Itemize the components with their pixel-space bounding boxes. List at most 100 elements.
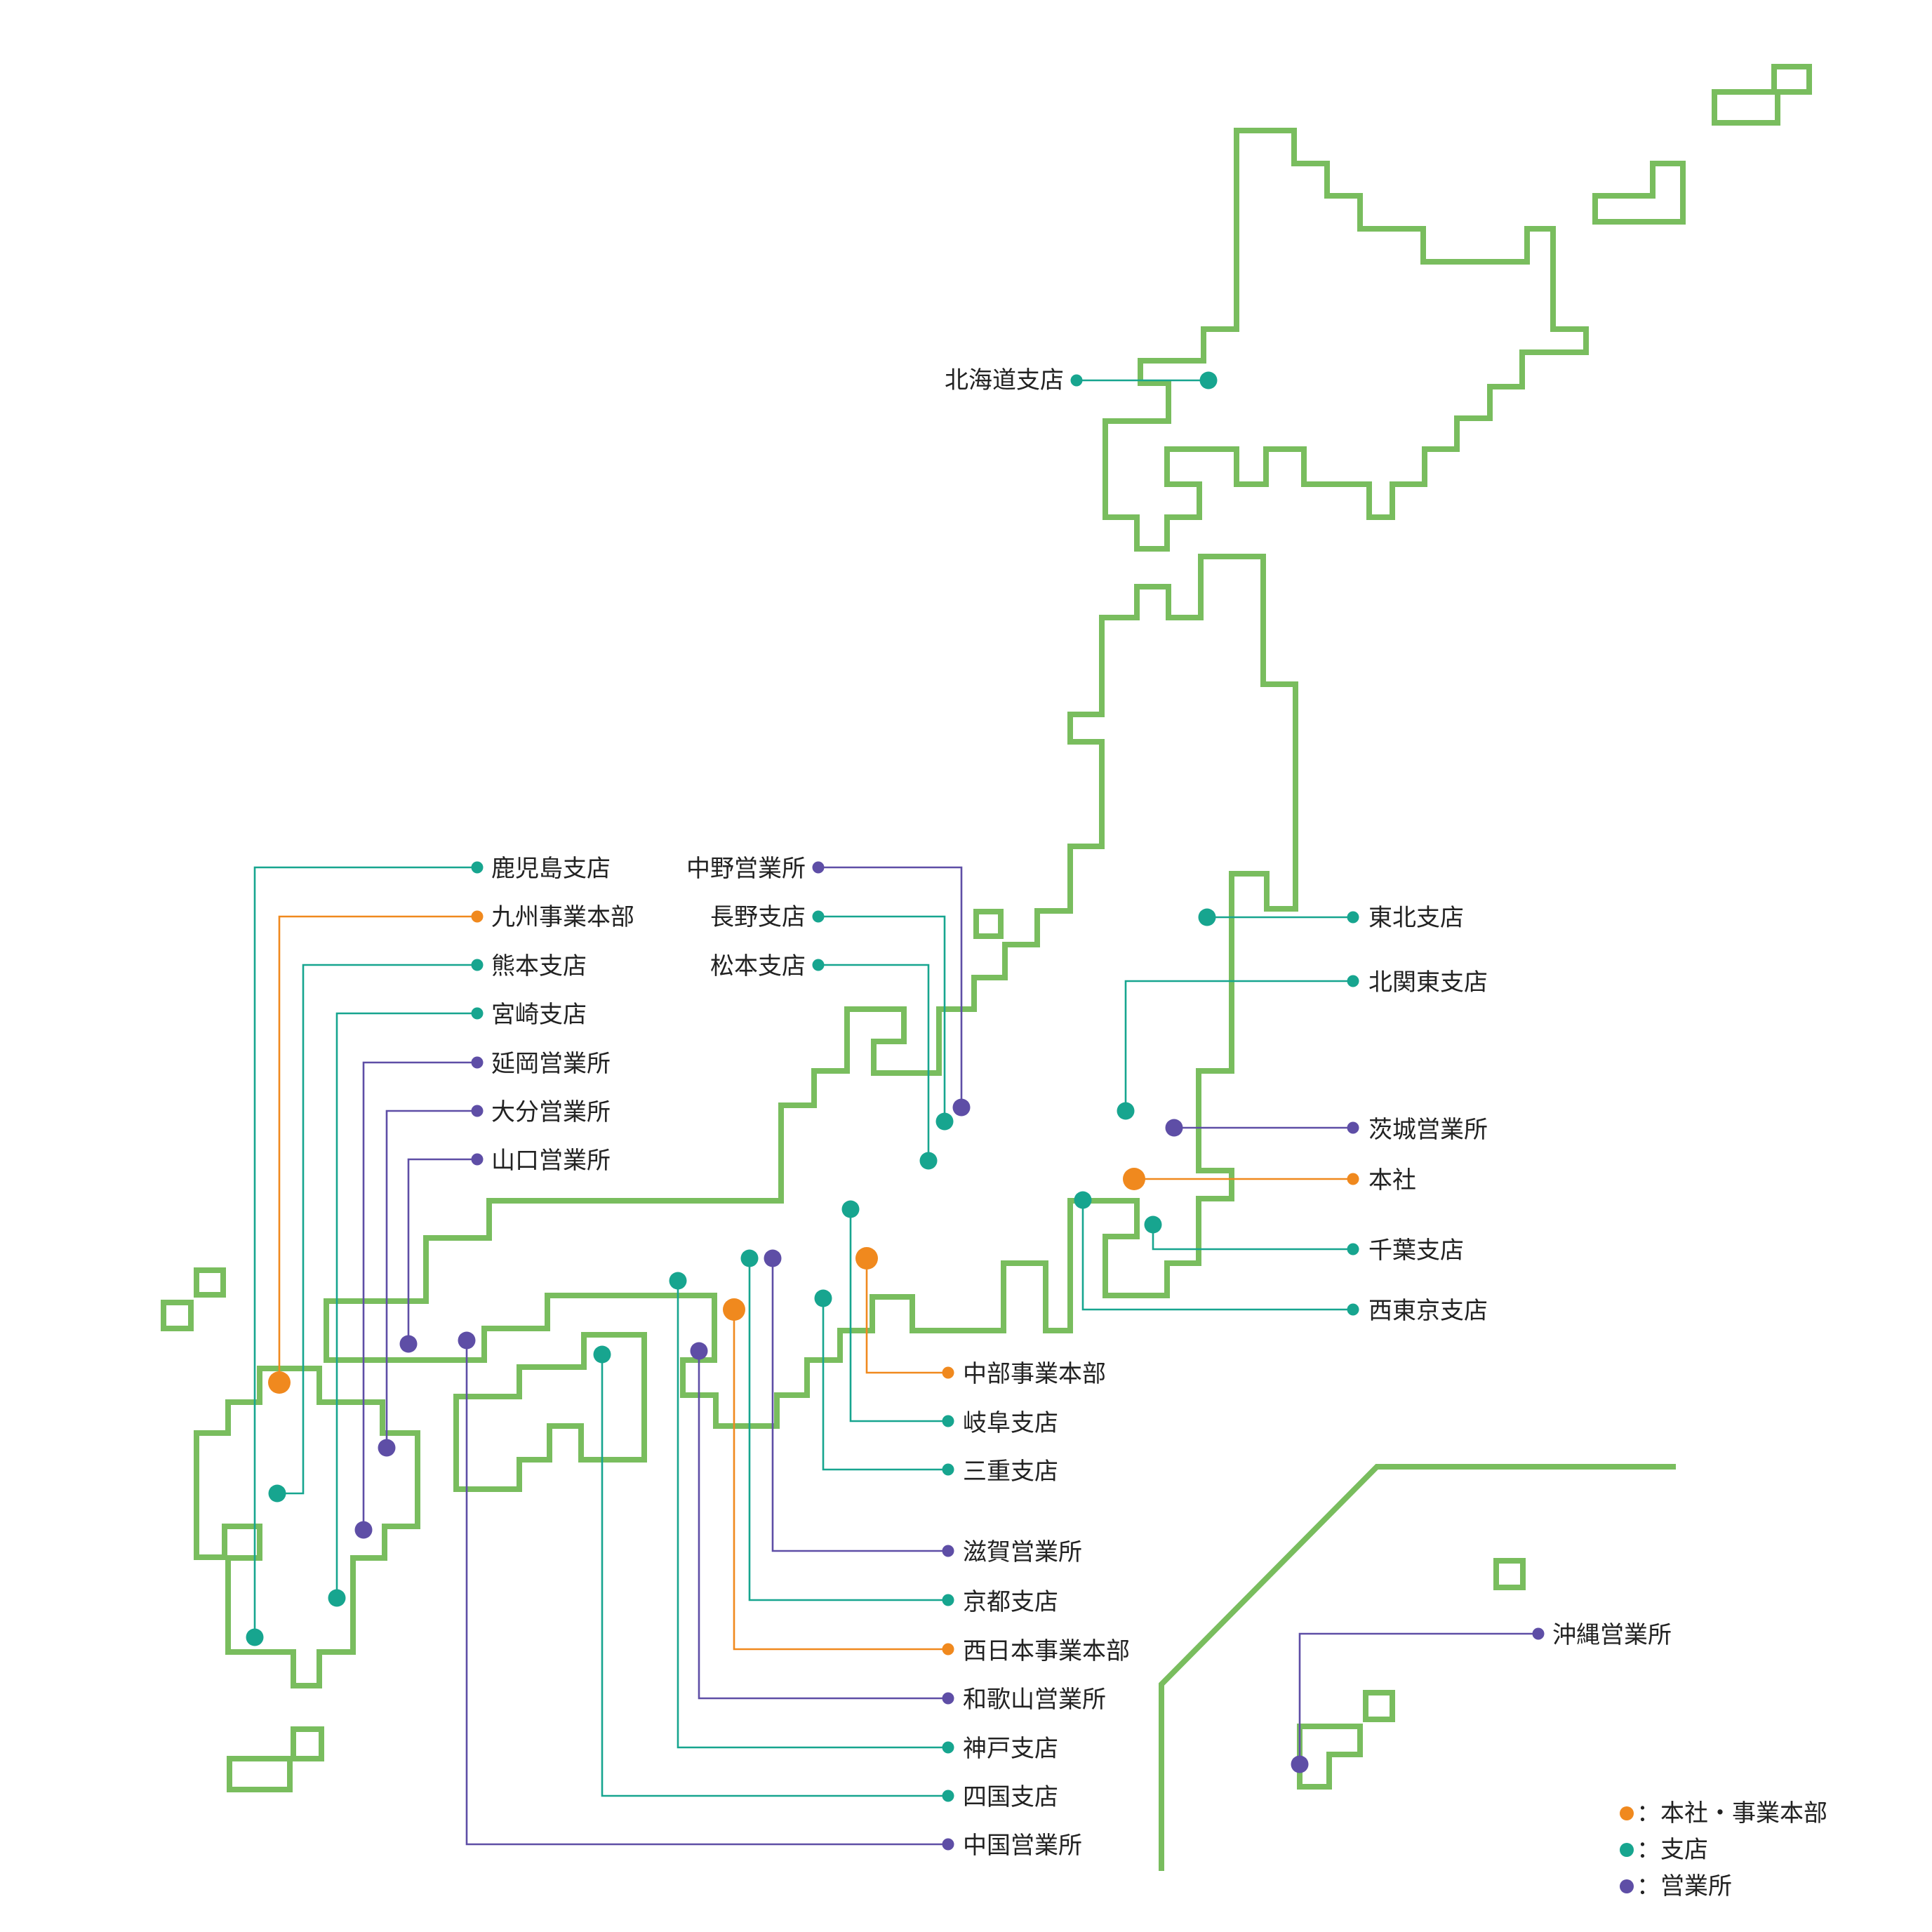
label-ibaraki: 茨城営業所 [1368, 1116, 1488, 1144]
label-dot-kagoshima [471, 861, 484, 874]
label-dot-ibaraki [1347, 1121, 1359, 1134]
location-dot-miyazaki [328, 1589, 346, 1607]
kyushu-outline [194, 1366, 420, 1688]
label-dot-mie [942, 1463, 954, 1476]
label-tohoku: 東北支店 [1368, 904, 1464, 932]
label-hokkaido: 北海道支店 [945, 366, 1064, 394]
leader-line-kyushu [278, 915, 477, 1383]
label-dot-chubu [942, 1366, 954, 1379]
leader-line-shiga [771, 1258, 948, 1552]
leader-line-nishinihon [733, 1310, 948, 1651]
leader-line-oita [385, 1110, 477, 1448]
leader-line-chubu [865, 1258, 948, 1374]
location-dot-oita [378, 1439, 396, 1457]
leader-line-nishitokyo [1081, 1200, 1353, 1311]
label-dot-tohoku [1347, 911, 1359, 924]
location-dot-kitakanto [1117, 1102, 1135, 1120]
label-nobeoka: 延岡営業所 [491, 1050, 611, 1078]
label-oita: 大分営業所 [491, 1098, 611, 1126]
location-dot-gifu [841, 1200, 860, 1218]
leader-line-gifu [849, 1209, 948, 1423]
label-dot-nishitokyo [1347, 1303, 1359, 1316]
island-south-1 [227, 1726, 324, 1792]
label-kagoshima: 鹿児島支店 [491, 855, 611, 883]
hokkaido-outline [1102, 128, 1589, 552]
label-nagano: 長野支店 [710, 903, 806, 931]
legend-office-dot [1620, 1879, 1634, 1893]
location-dot-chugoku [458, 1331, 476, 1350]
legend-hq-label: ：本社・事業本部 [1637, 1799, 1827, 1827]
leader-line-nobeoka [362, 1061, 477, 1530]
label-dot-shiga [942, 1545, 954, 1557]
location-dot-okinawa [1291, 1755, 1309, 1773]
label-yamaguchi: 山口営業所 [491, 1147, 611, 1175]
legend-office-label: ：営業所 [1637, 1872, 1732, 1900]
location-dot-chiba [1144, 1215, 1162, 1234]
leader-line-kyoto [748, 1258, 948, 1601]
label-dot-kyushu [471, 910, 484, 923]
label-dot-nobeoka [471, 1056, 484, 1069]
label-chugoku: 中国営業所 [963, 1832, 1082, 1860]
japan-land-outline [161, 64, 1812, 1871]
leader-line-chiba [1152, 1225, 1353, 1251]
label-okinawa: 沖縄営業所 [1552, 1621, 1672, 1649]
location-dot-honsha [1123, 1168, 1145, 1190]
location-dot-kyushu [268, 1371, 291, 1394]
leader-line-kobe [677, 1281, 948, 1749]
okinawa-main-outline [1297, 1724, 1363, 1790]
office-labels: 北海道支店 東北支店 北関東支店 茨城営業所 本社 千葉支店 西東京支店 中野営… [491, 366, 1672, 1860]
location-dot-kyoto [740, 1249, 759, 1267]
location-dot-matsumoto [919, 1152, 938, 1170]
location-dot-nobeoka [354, 1521, 373, 1539]
legend-branch-dot [1620, 1843, 1634, 1857]
label-kyoto: 京都支店 [963, 1588, 1058, 1616]
label-dot-kitakanto [1347, 975, 1359, 987]
location-dot-nagano [935, 1112, 954, 1131]
label-kyushu: 九州事業本部 [491, 903, 634, 931]
leader-line-chugoku [465, 1340, 948, 1846]
label-shikoku: 四国支店 [963, 1783, 1058, 1811]
island-north-1 [1712, 64, 1812, 126]
leader-line-miyazaki [335, 1012, 477, 1598]
leader-line-okinawa [1298, 1632, 1538, 1764]
leader-line-kumamoto [277, 964, 477, 1495]
label-kitakanto: 北関東支店 [1368, 968, 1488, 997]
inset-separator [1159, 1464, 1676, 1871]
label-matsumoto: 松本支店 [710, 952, 806, 980]
island-sado [973, 909, 1004, 939]
label-dot-kyoto [942, 1594, 954, 1606]
leader-line-mie [822, 1298, 948, 1471]
label-dot-miyazaki [471, 1007, 484, 1020]
legend: ：本社・事業本部 ：支店 ：営業所 [1620, 1799, 1827, 1900]
label-dot-nagano [812, 910, 825, 923]
label-wakayama: 和歌山営業所 [963, 1686, 1106, 1714]
leader-line-nagano [818, 915, 946, 1121]
location-dot-mie [814, 1289, 832, 1307]
label-dot-chugoku [942, 1838, 954, 1851]
location-dot-shikoku [593, 1345, 611, 1364]
label-dot-oita [471, 1105, 484, 1117]
label-kumamoto: 熊本支店 [491, 952, 587, 980]
label-nakano: 中野営業所 [686, 855, 806, 883]
label-dot-gifu [942, 1415, 954, 1427]
island-north-2 [1592, 161, 1686, 225]
location-dot-kumamoto [268, 1484, 286, 1503]
label-dot-honsha [1347, 1173, 1359, 1185]
label-dot-matsumoto [812, 959, 825, 971]
label-dot-kobe [942, 1741, 954, 1754]
location-dot-shiga [764, 1249, 782, 1267]
leader-line-kagoshima [253, 866, 477, 1637]
label-dot-chiba [1347, 1243, 1359, 1255]
location-dot-hokkaido [1199, 371, 1218, 389]
location-dot-nishinihon [723, 1298, 745, 1321]
label-miyazaki: 宮崎支店 [491, 1001, 587, 1029]
label-kobe: 神戸支店 [963, 1735, 1058, 1763]
label-dot-shikoku [942, 1790, 954, 1802]
location-dots [246, 371, 1545, 1851]
leader-line-shikoku [601, 1354, 948, 1797]
label-dot-nishinihon [942, 1643, 954, 1655]
location-dot-nakano [952, 1098, 971, 1117]
label-dot-kumamoto [471, 959, 484, 971]
location-dot-ibaraki [1165, 1119, 1183, 1137]
